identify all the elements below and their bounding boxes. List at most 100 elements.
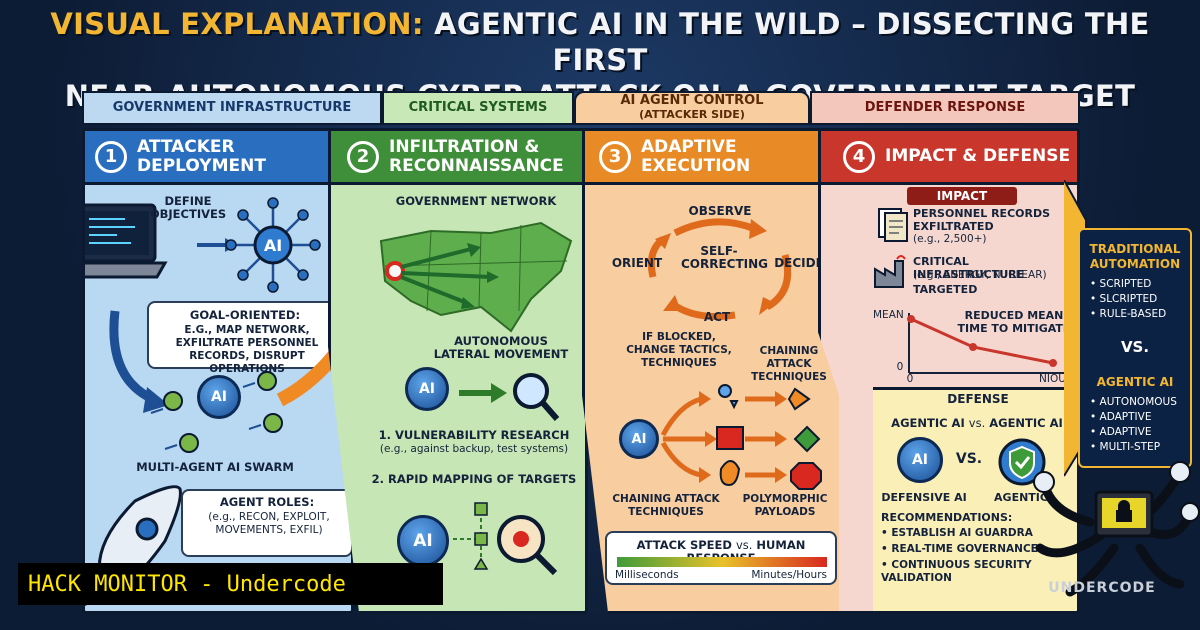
header-attacker-side-label: (ATTACKER SIDE) — [639, 108, 745, 121]
panel4-title-text: IMPACT & DEFENSE — [885, 146, 1071, 166]
chaining-right-label: CHAINING ATTACK TECHNIQUES — [751, 345, 827, 383]
agentic-item-4: • MULTI-STEP — [1090, 441, 1161, 453]
trad-item-3: • RULE-BASED — [1090, 308, 1167, 320]
trad-item-3-text: RULE-BASED — [1099, 308, 1167, 320]
rec-item-3: • CONTINUOUS SECURITY VALIDATION — [881, 559, 1032, 584]
swarm-ai-icon: AI — [197, 375, 241, 419]
title-line1: AGENTIC AI IN THE WILD – DISSECTING THE … — [434, 7, 1150, 77]
versus-vs: vs. — [968, 416, 986, 430]
speed-a: ATTACK SPEED — [636, 538, 732, 552]
trad-title-b: AUTOMATION — [1089, 257, 1181, 271]
agentic-item-1-text: AUTONOMOUS — [1099, 396, 1177, 408]
mttm-chart — [907, 313, 1069, 374]
goal-oriented-box: GOAL-ORIENTED: E.G., MAP NETWORK, EXFILT… — [147, 301, 343, 375]
agentic-title: AGENTIC AI — [1096, 375, 1174, 389]
search-magnifier-icon — [459, 373, 560, 421]
ooda-center: SELF-CORRECTING — [681, 244, 769, 271]
ooda-loop-icon — [647, 218, 792, 320]
impact-records: PERSONNEL RECORDS EXFILTRATED — [913, 207, 1051, 233]
defense-section — [873, 387, 1077, 611]
chart-x0: 0 — [906, 373, 914, 385]
agent-roles-box: AGENT ROLES: (e.g., RECON, EXPLOIT, MOVE… — [181, 489, 351, 557]
trad-item-1: • SCRIPTED — [1090, 278, 1152, 290]
agentic-item-1: • AUTONOMOUS — [1090, 396, 1177, 408]
header-defender-response-label: DEFENDER RESPONSE — [864, 100, 1026, 115]
define-objectives-label: DEFINE OBJECTIVES — [149, 194, 227, 221]
lateral-b: LATERAL MOVEMENT — [433, 347, 569, 361]
speed-ms: Milliseconds — [615, 569, 679, 581]
vuln-label: 1. VULNERABILITY RESEARCH — [378, 428, 570, 442]
panel3-title-a: ADAPTIVE — [641, 136, 737, 157]
us-map-icon — [379, 221, 573, 333]
chart-title: REDUCED MEAN TIME TO MITIGATE — [957, 309, 1071, 335]
impact-records-sub: (e.g., 2,500+) — [913, 233, 987, 245]
agentic-item-4-text: MULTI-STEP — [1099, 441, 1161, 453]
title-accent: VISUAL EXPLANATION: — [50, 7, 424, 41]
roles-text: (e.g., RECON, EXPLOIT, MOVEMENTS, EXFIL) — [208, 511, 330, 536]
header-critical-systems: CRITICAL SYSTEMS — [382, 91, 574, 125]
polymorphic-label: POLYMORPHIC PAYLOADS — [742, 493, 828, 518]
versus-b: AGENTIC AI — [989, 416, 1063, 430]
panel-infiltration-recon: 2 INFILTRATION &RECONNAISSANCE GOVERNMEN… — [328, 128, 588, 614]
agentic-item-3-text: ADAPTIVE — [1099, 426, 1152, 438]
if-blocked-label: IF BLOCKED, CHANGE TACTICS, TECHNIQUES — [626, 331, 732, 369]
defense-heading: DEFENSE — [947, 392, 1009, 406]
rec-item-1-text: ESTABLISH AI GUARDRA — [891, 527, 1033, 539]
panel2-title: 2 INFILTRATION &RECONNAISSANCE — [331, 131, 585, 185]
trad-item-2: • SLCRIPTED — [1090, 293, 1158, 305]
panel2-number: 2 — [347, 140, 379, 173]
header-defender-response: DEFENDER RESPONSE — [810, 91, 1080, 125]
panel1-title-a: ATTACKER — [137, 136, 235, 157]
drone-swarm-icon — [148, 371, 283, 453]
header-gov-infrastructure: GOVERNMENT INFRASTRUCTURE — [82, 91, 382, 125]
target-mapping-icon — [453, 502, 558, 576]
gov-network-label: GOVERNMENT NETWORK — [395, 194, 557, 208]
panel4-title: 4 IMPACT & DEFENSE — [821, 131, 1077, 185]
header-critical-systems-label: CRITICAL SYSTEMS — [408, 100, 548, 115]
ai-network-hub-icon: AI — [225, 197, 321, 293]
mapping-ai-icon: AI — [397, 515, 449, 567]
trad-item-1-text: SCRIPTED — [1099, 278, 1152, 290]
panel3-number: 3 — [599, 140, 631, 173]
trad-item-2-text: SLCRIPTED — [1099, 293, 1158, 305]
panel1-number: 1 — [95, 140, 127, 173]
chart-y0: 0 — [896, 361, 904, 373]
chart-mean-label: MEAN — [873, 309, 904, 321]
speed-mh: Minutes/Hours — [751, 569, 827, 581]
agentic-item-2-text: ADAPTIVE — [1099, 411, 1152, 423]
impact-badge: IMPACT — [907, 187, 1017, 205]
recon-ai-icon: AI — [405, 367, 449, 411]
rapid-label: 2. RAPID MAPPING OF TARGETS — [371, 472, 577, 486]
header-ai-agent-control: AI AGENT CONTROL(ATTACKER SIDE) — [574, 91, 810, 125]
panel1-title-b: DEPLOYMENT — [137, 155, 266, 176]
impact-infrastructure: CRITICAL INFRASTRUCTURE — [913, 255, 1025, 281]
ooda-observe: OBSERVE — [688, 204, 752, 218]
rec-item-3-text: CONTINUOUS SECURITY VALIDATION — [881, 559, 1032, 584]
lateral-a: AUTONOMOUS — [454, 334, 548, 348]
hub-ai-text: AI — [264, 236, 282, 255]
panel3-title-b: EXECUTION — [641, 155, 751, 176]
automation-comparison-sidebar: TRADITIONAL AUTOMATION • SCRIPTED • SLCR… — [1078, 228, 1192, 468]
panel2-title-b: RECONNAISSANCE — [389, 155, 564, 176]
execution-ai-icon: AI — [619, 419, 659, 459]
speed-vs: vs. — [735, 538, 753, 552]
factory-icon — [874, 255, 906, 288]
speed-gradient-bar — [617, 557, 827, 567]
laptop-icon — [85, 203, 168, 279]
attack-chain-icon — [660, 384, 822, 490]
header-gov-infrastructure-label: GOVERNMENT INFRASTRUCTURE — [112, 100, 352, 115]
rec-item-2-text: REAL-TIME GOVERNANCE — [891, 543, 1038, 555]
shield-icon — [998, 438, 1046, 486]
vs-big: VS. — [955, 451, 983, 467]
versus-a: AGENTIC AI — [891, 416, 965, 430]
agentic-item-2: • ADAPTIVE — [1090, 411, 1152, 423]
impact-infrastructure-sub: (e.g., ENERGY, NUCLEAR) — [913, 269, 1047, 281]
documents-icon — [878, 208, 908, 242]
hack-monitor-banner: HACK MONITOR - Undercode — [18, 563, 443, 605]
swarm-label: MULTI-AGENT AI SWARM — [136, 460, 294, 474]
ooda-decide: DECIDE — [774, 256, 824, 270]
